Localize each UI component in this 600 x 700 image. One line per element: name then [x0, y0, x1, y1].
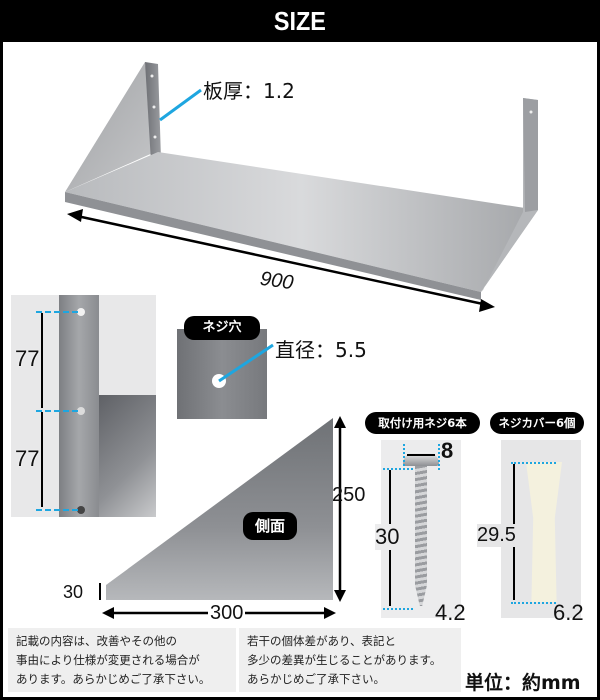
- note-spec-change: 記載の内容は、改善やその他の 事由により仕様が変更される場合が あります。あらか…: [8, 628, 236, 692]
- note-line: 事由により仕様が変更される場合が: [16, 653, 200, 667]
- screw-hole-badge: ネジ穴: [184, 316, 260, 340]
- guide-line: [438, 444, 440, 470]
- guide-line: [36, 509, 78, 511]
- note-line: 記載の内容は、改善やその他の: [16, 634, 177, 648]
- page-title: SIZE: [273, 6, 327, 36]
- diameter-callout-line: [218, 343, 274, 383]
- hole-spacing-top-label: 77: [15, 346, 40, 372]
- screw-head-label: 8: [441, 438, 454, 463]
- screw-hole-photo: [177, 329, 267, 419]
- note-individual-difference: 若干の個体差があり、表記と 多少の差異が生じることがあります。 あらかじめご了承…: [239, 628, 461, 692]
- bracket-plate: [59, 295, 99, 517]
- screw-hole-bottom: [77, 506, 85, 514]
- header-bar: SIZE: [0, 0, 600, 42]
- unit-label: 単位：約mm: [465, 672, 581, 694]
- screw-hole-middle: [77, 407, 85, 415]
- note-line: 若干の個体差があり、表記と: [247, 634, 397, 648]
- content-area: 板厚：1.2 900 77 77 ネジ穴 直径：5.5: [3, 42, 597, 697]
- side-width-label: 300: [208, 602, 246, 625]
- anchor-length-label: 29.5: [477, 524, 516, 547]
- guide-line: [36, 311, 78, 313]
- screw-badge: 取付け用ネジ6本: [365, 412, 480, 434]
- guide-line: [403, 444, 405, 470]
- bracket-side: [99, 395, 156, 517]
- guide-line: [383, 468, 413, 470]
- dimension-arrow: [41, 412, 43, 507]
- shelf-width-label: 900: [258, 267, 295, 295]
- hole-spacing-bottom-label: 77: [15, 446, 40, 472]
- screw-thread: [415, 466, 427, 606]
- side-panel-badge: 側面: [243, 512, 297, 540]
- shelf-illustration: [65, 62, 538, 312]
- guide-line: [511, 462, 556, 464]
- screw-length-label: 30: [375, 524, 400, 550]
- guide-line: [36, 410, 78, 412]
- diameter-label: 直径：5.5: [275, 338, 367, 362]
- dimension-arrow: [407, 454, 435, 456]
- dimension-arrow: [41, 313, 43, 408]
- thickness-label: 板厚：1.2: [203, 79, 295, 103]
- note-line: あらかじめご了承下さい。: [247, 672, 385, 686]
- screw-hole-top: [77, 308, 85, 316]
- anchor-badge: ネジカバー6個: [490, 412, 584, 434]
- side-panel-illustration: [99, 416, 346, 619]
- bracket-detail-photo: [11, 295, 156, 517]
- guide-line: [383, 608, 413, 610]
- guide-line: [511, 602, 556, 604]
- side-front-height-label: 30: [63, 582, 84, 602]
- screw-tip-label: 4.2: [435, 600, 466, 625]
- side-height-label: 250: [332, 484, 366, 506]
- note-line: あります。あらかじめご了承下さい。: [16, 672, 211, 686]
- anchor-width-label: 6.2: [553, 600, 584, 625]
- anchor-body: [526, 462, 562, 602]
- note-line: 多少の差異が生じることがあります。: [247, 653, 442, 667]
